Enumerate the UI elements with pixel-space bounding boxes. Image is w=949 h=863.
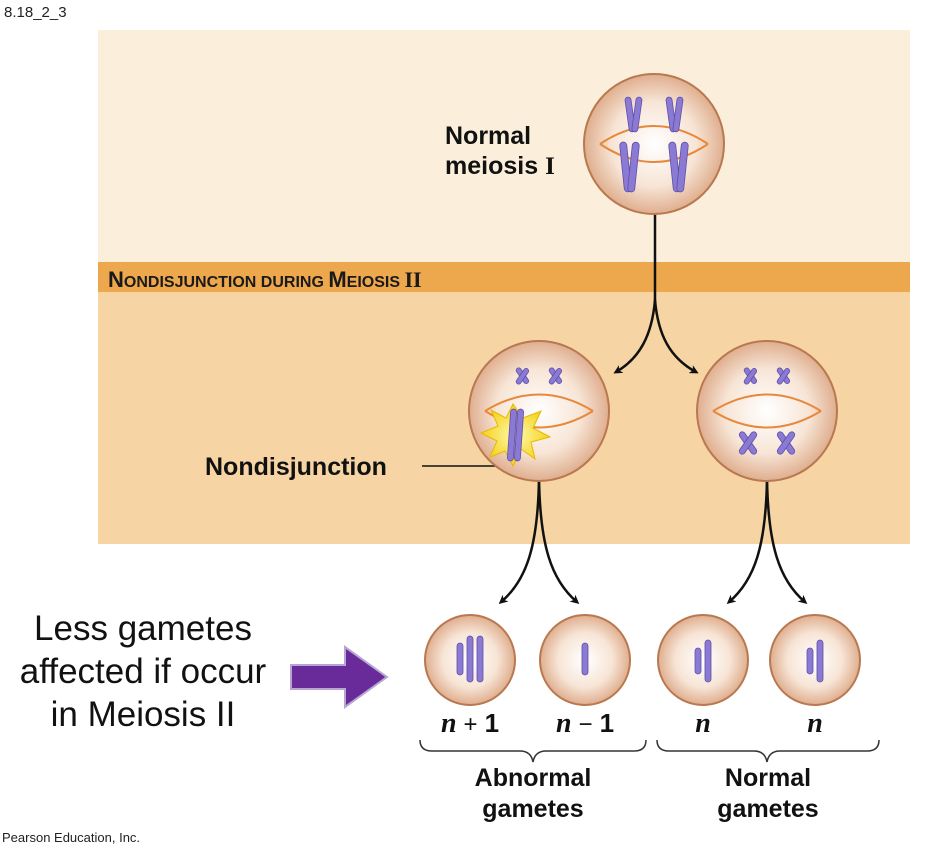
figure-id: 8.18_2_3: [4, 4, 67, 21]
gamete-3: [657, 614, 749, 706]
gamete-1: [424, 614, 516, 706]
gamete-label-4: n: [807, 708, 823, 739]
brace-normal: [656, 739, 880, 763]
title-band: [98, 262, 910, 292]
band-title: NONDISJUNCTION DURING MEIOSIS II: [108, 267, 422, 292]
top-panel: [98, 30, 910, 262]
nondisjunction-flash: [479, 403, 552, 468]
arrow-left: [613, 299, 657, 374]
gamete-4: [769, 614, 861, 706]
arrow-gamete-4: [765, 477, 808, 604]
arrow-gamete-2: [537, 477, 580, 604]
brace-abnormal: [419, 739, 647, 763]
label-nondisjunction: Nondisjunction: [205, 453, 387, 481]
cell-meiosis-2-normal: [696, 340, 838, 482]
credit: Pearson Education, Inc.: [2, 830, 141, 845]
gamete-label-2: n − 1: [555, 708, 615, 739]
braces: [419, 739, 880, 763]
cell-meiosis-2-abnormal: [468, 340, 610, 482]
arrow-gamete-3: [726, 477, 769, 604]
callout-arrow: [290, 645, 389, 709]
cell-meiosis-1: [583, 73, 725, 215]
arrows: [498, 205, 808, 604]
gamete-label-3: n: [695, 708, 711, 739]
arrow-gamete-1: [498, 477, 541, 604]
arrow-right: [653, 299, 699, 374]
gamete-label-1: n + 1: [440, 708, 500, 739]
gamete-2: [539, 614, 631, 706]
